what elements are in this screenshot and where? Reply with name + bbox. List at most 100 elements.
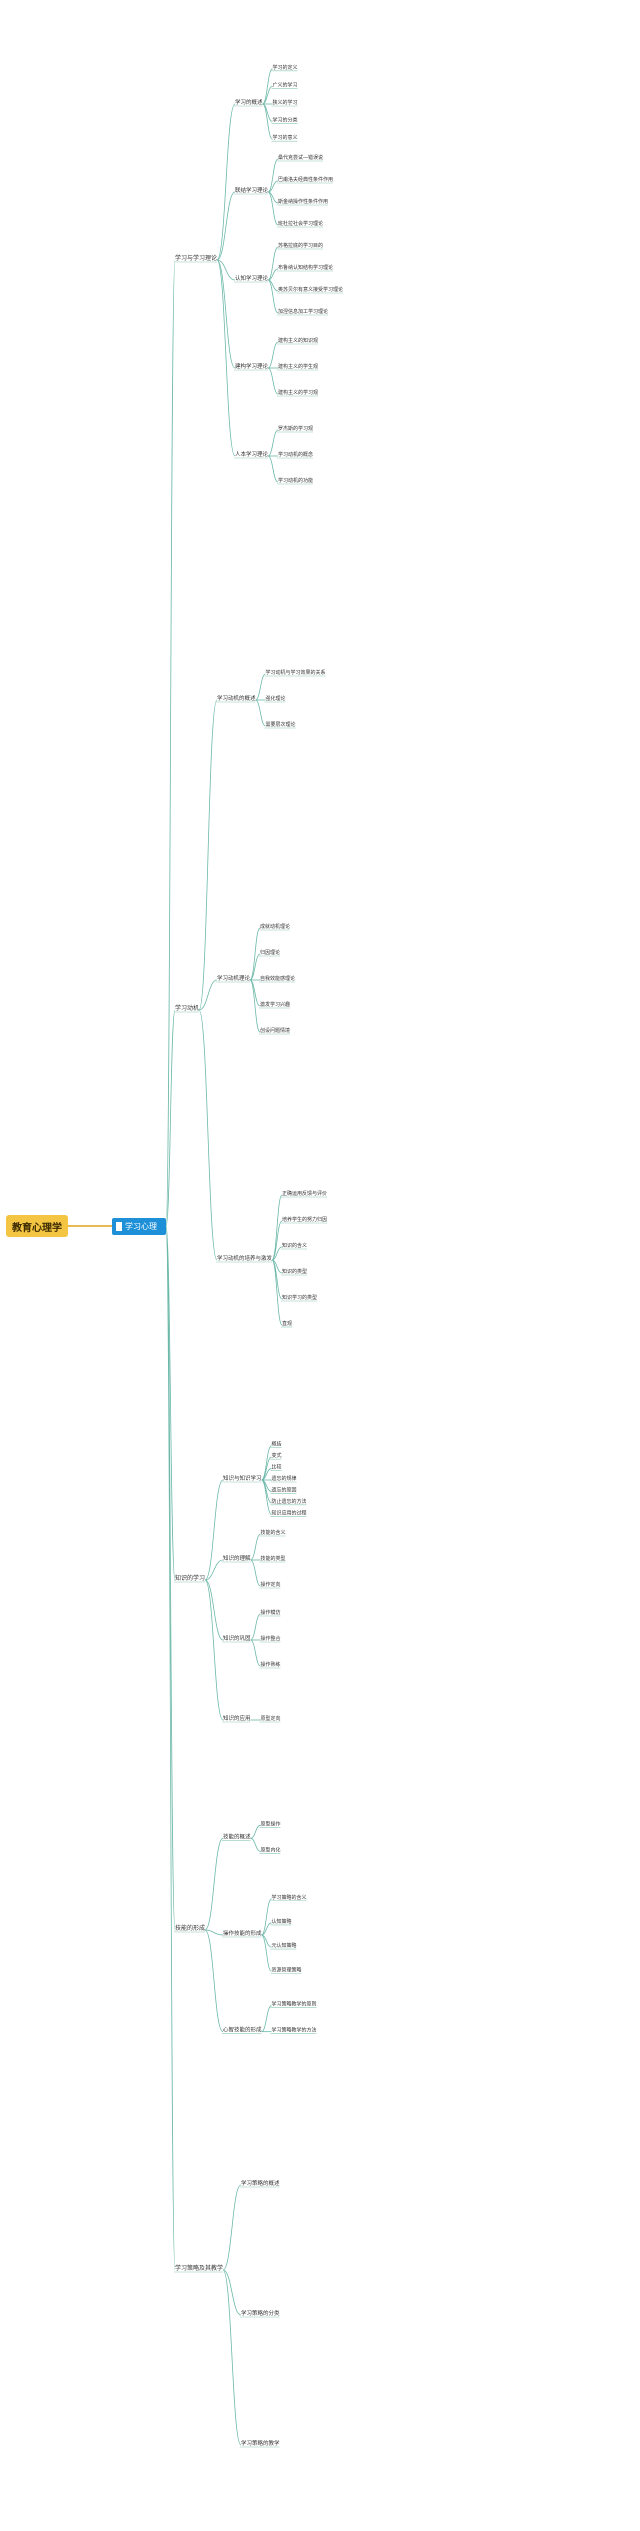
- leaf-node-12[interactable]: 加涅信息加工学习理论: [278, 308, 328, 315]
- leaf-node-19[interactable]: 学习动机与学习效果的关系: [266, 669, 326, 676]
- link-l3-leaf-4: [262, 103, 273, 140]
- l3-node-10[interactable]: 知识的巩固: [223, 1634, 251, 1642]
- leaf-node-25[interactable]: 激发学习兴趣: [260, 1001, 290, 1008]
- leaf-node-11[interactable]: 奥苏贝尔有意义接受学习理论: [278, 286, 343, 293]
- leaf-node-47[interactable]: 原型操作: [261, 1820, 281, 1827]
- leaf-node-2[interactable]: 狭义的学习: [273, 99, 298, 106]
- l3-node-12[interactable]: 技能的概述: [223, 1832, 251, 1840]
- l3-node-0[interactable]: 学习的概述: [235, 98, 263, 106]
- leaf-node-23[interactable]: 归因理论: [260, 949, 280, 956]
- leaf-node-24[interactable]: 自我效能感理论: [260, 975, 295, 982]
- l2-node-0[interactable]: 学习与学习理论: [175, 254, 217, 262]
- leaf-node-54[interactable]: 学习策略教学的方法: [272, 2027, 317, 2034]
- leaf-node-52[interactable]: 资源管理策略: [272, 1966, 302, 1973]
- link-l3-leaf-1: [262, 86, 273, 105]
- leaf-node-33[interactable]: 概括: [272, 1441, 282, 1448]
- link-l2-l3-6: [198, 979, 218, 1011]
- leaf-node-27[interactable]: 正确运用反馈与评价: [282, 1190, 327, 1197]
- leaf-node-15[interactable]: 建构主义的学习观: [278, 389, 318, 396]
- link-l3-leaf-5: [267, 158, 279, 193]
- link-l2-l3-5: [198, 699, 218, 1011]
- leaf-node-31[interactable]: 知识学习的类型: [282, 1294, 317, 1301]
- l2-node-4[interactable]: 学习策略及其教学: [175, 2264, 223, 2272]
- leaf-node-20[interactable]: 强化理论: [266, 695, 286, 702]
- leaf-node-4[interactable]: 学习的意义: [273, 134, 298, 141]
- link-l3-leaf-18: [267, 455, 279, 483]
- leaf-node-26[interactable]: 创设问题情境: [260, 1027, 290, 1034]
- leaf-node-29[interactable]: 知识的含义: [282, 1242, 307, 1249]
- leaf-node-1[interactable]: 广义的学习: [273, 81, 298, 88]
- link-l2-l3-3: [216, 259, 236, 369]
- link-l3-leaf-19: [255, 673, 266, 701]
- leaf-node-34[interactable]: 变式: [272, 1452, 282, 1459]
- l2-node-2[interactable]: 知识的学习: [175, 1574, 205, 1582]
- link-l3-leaf-23: [249, 953, 261, 981]
- l3-node-8[interactable]: 知识与知识学习: [223, 1474, 262, 1482]
- leaf-node-42[interactable]: 操作定向: [261, 1581, 281, 1588]
- leaf-node-17[interactable]: 学习动机的概念: [278, 451, 313, 458]
- book-icon: [116, 1222, 122, 1231]
- leaf-node-36[interactable]: 遗忘的规律: [272, 1475, 297, 1482]
- l2-node-3[interactable]: 技能的形成: [175, 1924, 205, 1932]
- link-l3-leaf-42: [250, 1559, 261, 1587]
- leaf-node-5[interactable]: 桑代克尝试—错误说: [278, 154, 323, 161]
- leaf-node-32[interactable]: 直观: [282, 1320, 292, 1327]
- leaf-node-41[interactable]: 技能的类型: [261, 1555, 286, 1562]
- l3-node-2[interactable]: 认知学习理论: [235, 274, 269, 282]
- link-l2-l3-8: [204, 1479, 224, 1581]
- leaf-node-7[interactable]: 斯金纳操作性条件作用: [278, 198, 328, 205]
- l3-node-9[interactable]: 知识的理解: [223, 1554, 251, 1562]
- link-l2-l3-17: [222, 2269, 242, 2446]
- l3-node-4[interactable]: 人本学习理论: [235, 450, 269, 458]
- link-l1-l2-1: [165, 1009, 176, 1227]
- l3-node-1[interactable]: 联结学习理论: [235, 186, 269, 194]
- link-l2-l3-11: [204, 1579, 224, 1721]
- leaf-node-50[interactable]: 认知策略: [272, 1918, 292, 1925]
- level1-node[interactable]: 学习心理: [112, 1218, 166, 1235]
- leaf-node-13[interactable]: 建构主义的知识观: [278, 337, 318, 344]
- leaf-node-14[interactable]: 建构主义的学生观: [278, 363, 318, 370]
- l3-node-13[interactable]: 操作技能的形成: [223, 1929, 262, 1937]
- leaf-node-3[interactable]: 学习的分类: [273, 117, 298, 124]
- l3-node-11[interactable]: 知识的应用: [223, 1714, 251, 1722]
- leaf-node-10[interactable]: 布鲁纳认知结构学习理论: [278, 264, 333, 271]
- leaf-node-43[interactable]: 操作模仿: [261, 1609, 281, 1616]
- l2-node-1[interactable]: 学习动机: [175, 1004, 199, 1012]
- leaf-node-18[interactable]: 学习动机的功能: [278, 477, 313, 484]
- l3-node-5[interactable]: 学习动机的概述: [217, 694, 256, 702]
- leaf-node-6[interactable]: 巴甫洛夫经典性条件作用: [278, 176, 333, 183]
- leaf-node-51[interactable]: 元认知策略: [272, 1942, 297, 1949]
- l3-node-3[interactable]: 建构学习理论: [235, 362, 269, 370]
- l3-node-7[interactable]: 学习动机的培养与激发: [217, 1254, 273, 1262]
- leaf-node-38[interactable]: 防止遗忘的方法: [272, 1498, 307, 1505]
- leaf-node-35[interactable]: 比较: [272, 1464, 282, 1471]
- leaf-node-53[interactable]: 学习策略教学的原则: [272, 2001, 317, 2008]
- leaf-node-0[interactable]: 学习的定义: [273, 64, 298, 71]
- l3-node-16[interactable]: 学习策略的分类: [241, 2309, 280, 2317]
- leaf-node-28[interactable]: 培养学生的努力归因: [282, 1216, 327, 1223]
- leaf-node-22[interactable]: 成就动机理论: [260, 923, 290, 930]
- link-l3-leaf-9: [267, 246, 279, 281]
- leaf-node-45[interactable]: 操作熟练: [261, 1661, 281, 1668]
- l3-node-14[interactable]: 心智技能的形成: [223, 2026, 262, 2034]
- leaf-node-48[interactable]: 原型内化: [261, 1846, 281, 1853]
- leaf-node-39[interactable]: 知识应用的过程: [272, 1509, 307, 1516]
- leaf-node-16[interactable]: 罗杰斯的学习观: [278, 425, 313, 432]
- leaf-node-9[interactable]: 苏格拉底的学习目的: [278, 242, 323, 249]
- leaf-node-44[interactable]: 操作整合: [261, 1635, 281, 1642]
- l3-node-15[interactable]: 学习策略的概述: [241, 2179, 280, 2187]
- leaf-node-40[interactable]: 技能的含义: [261, 1529, 286, 1536]
- leaf-node-30[interactable]: 知识的类型: [282, 1268, 307, 1275]
- l3-node-6[interactable]: 学习动机理论: [217, 974, 251, 982]
- l3-node-17[interactable]: 学习策略的教学: [241, 2439, 280, 2447]
- leaf-node-49[interactable]: 学习策略的含义: [272, 1894, 307, 1901]
- link-l3-leaf-28: [271, 1220, 283, 1261]
- link-l2-l3-2: [216, 259, 236, 281]
- leaf-node-37[interactable]: 遗忘的原因: [272, 1486, 297, 1493]
- root-node[interactable]: 教育心理学: [6, 1215, 68, 1237]
- leaf-node-8[interactable]: 班杜拉社会学习理论: [278, 220, 323, 227]
- leaf-node-46[interactable]: 原型定向: [261, 1715, 281, 1722]
- link-l3-leaf-27: [271, 1194, 283, 1261]
- leaf-node-21[interactable]: 需要层次理论: [266, 721, 296, 728]
- link-l3-leaf-50: [261, 1922, 272, 1936]
